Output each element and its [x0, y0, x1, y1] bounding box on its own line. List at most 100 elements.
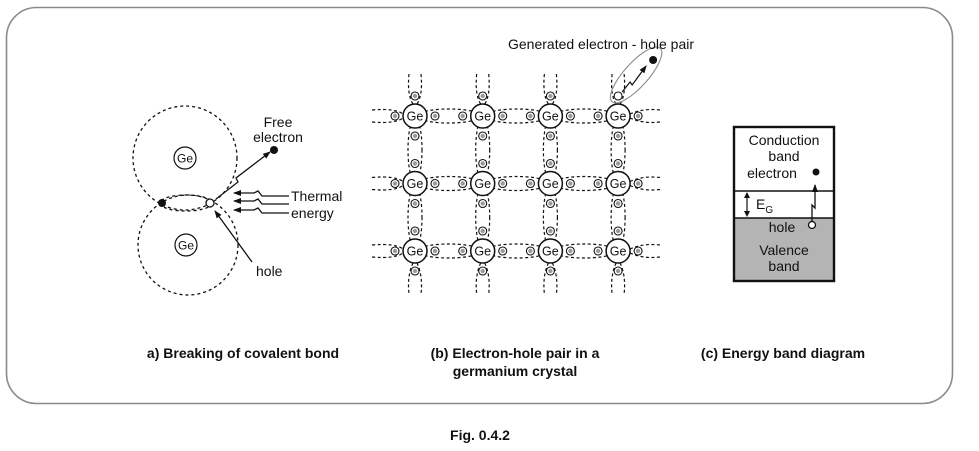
bond-edge-right	[629, 176, 661, 191]
thermal-energy-label-line1: Thermal	[291, 188, 342, 204]
ge-atom	[537, 238, 564, 264]
bond-electron-core	[500, 181, 505, 186]
bond-electron-core	[528, 181, 533, 186]
bond-edge-left	[371, 108, 404, 124]
ge-atom-label: Ge	[610, 177, 627, 191]
bond-electron-core	[412, 133, 418, 139]
bond-electron-core	[480, 93, 485, 99]
ge-atom	[605, 103, 631, 129]
bond-electron-core	[480, 201, 485, 206]
bond-electron-core	[392, 113, 398, 119]
ge-atom-label: Ge	[610, 245, 627, 259]
ge-atom-label: Ge	[542, 110, 559, 124]
bond-electron-core	[412, 201, 418, 206]
bond-edge-bottom	[407, 262, 423, 295]
bond-electron-core	[615, 161, 621, 166]
conduction-electron-dot	[812, 168, 820, 176]
ge-atom	[402, 170, 428, 197]
shared-bond-orbit	[159, 194, 213, 212]
bond-edge-right	[629, 243, 661, 259]
panel-b-caption-line2: germanium crystal	[453, 363, 578, 379]
ge-atom	[537, 103, 564, 129]
bond-electron-core	[635, 248, 641, 254]
generated-pair-label: Generated electron - hole pair	[508, 36, 694, 52]
band-gap-symbol: E	[756, 196, 765, 212]
bound-electron-dot	[158, 199, 166, 207]
bond-electron-core	[412, 228, 418, 234]
valence-band-label-line2: band	[768, 258, 799, 274]
conduction-band-label-line1: Conduction	[749, 132, 820, 148]
ge-atom-label: Ge	[407, 177, 424, 191]
bond-electron-core	[635, 181, 641, 186]
electron-hole-pair-ellipse	[609, 46, 663, 104]
ge-atom	[469, 238, 496, 264]
ge-atom	[402, 238, 428, 264]
upper-atom-orbit	[132, 105, 238, 211]
hole-dot	[613, 91, 623, 101]
bond-electron-core	[548, 201, 553, 206]
bond-electron-core	[568, 181, 573, 186]
ge-atom-label: Ge	[407, 245, 424, 259]
bond-electron-core	[548, 228, 553, 234]
bond-electron-core	[615, 228, 621, 234]
bond-electron-core	[392, 248, 398, 254]
bond-electron-core	[460, 181, 465, 186]
ge-atom-label: Ge	[474, 245, 491, 259]
panel-a-caption: a) Breaking of covalent bond	[147, 345, 339, 361]
bond-edge-top	[407, 73, 423, 105]
hole-label-c: hole	[769, 219, 796, 235]
bond-electron-core	[528, 248, 533, 254]
bond-edge-top	[475, 73, 490, 105]
band-gap-arrow	[744, 192, 750, 217]
bond-electron-core	[615, 268, 621, 274]
ge-atom-label: Ge	[542, 245, 559, 259]
free-electron-label-line1: Free	[264, 114, 293, 130]
ge-atom-upper	[173, 146, 197, 170]
band-gap-subscript: G	[765, 205, 773, 216]
ge-atom-upper-label: Ge	[177, 152, 193, 166]
hole-dot	[205, 198, 215, 208]
generated-electron-dot	[649, 56, 658, 64]
bond-electron-core	[548, 161, 553, 166]
panel-c-caption: (c) Energy band diagram	[701, 345, 865, 361]
bond-electron-core	[480, 228, 485, 234]
bond-electron-core	[568, 113, 573, 119]
bond-electron-core	[432, 248, 438, 254]
ge-atom-label: Ge	[407, 110, 424, 124]
bond-edge-left	[371, 176, 404, 191]
free-electron-dot	[270, 146, 278, 154]
bond-electron-core	[595, 113, 601, 119]
bond-electron-core	[548, 93, 553, 99]
panel-c-energy-band: Conduction band electron EG hole Valence…	[701, 125, 865, 361]
figure-number: Fig. 0.4.2	[450, 427, 510, 443]
bond-electron-core	[548, 133, 553, 139]
bond-edge-bottom	[475, 262, 490, 295]
ge-atom-label: Ge	[474, 110, 491, 124]
bond-edge-top	[543, 73, 558, 105]
valence-hole-dot	[807, 220, 817, 230]
thermal-energy-arrows	[233, 190, 289, 214]
band-gap-label: EG	[756, 196, 773, 216]
electron-label: electron	[747, 165, 797, 181]
ge-atom	[469, 103, 496, 129]
band-diagram-box	[732, 125, 836, 283]
bond-electron-core	[412, 161, 418, 166]
ge-atom	[605, 238, 631, 264]
bond-electron-core	[432, 181, 438, 186]
bond-electron-core	[392, 181, 398, 186]
bond-electron-core	[615, 133, 621, 139]
bond-electron-core	[412, 268, 418, 274]
bond-electron-core	[460, 248, 465, 254]
bond-electron-core	[500, 113, 505, 119]
bond-electron-core	[568, 248, 573, 254]
bond-electron-core	[548, 268, 553, 274]
bond-electron-core	[480, 133, 485, 139]
valence-band-label-line1: Valence	[759, 242, 809, 258]
hole-label: hole	[256, 263, 283, 279]
conduction-band-label-line2: band	[768, 148, 799, 164]
excitation-arrow	[811, 184, 818, 221]
ge-atom-label: Ge	[610, 110, 627, 124]
ge-atom-lower	[174, 233, 198, 257]
